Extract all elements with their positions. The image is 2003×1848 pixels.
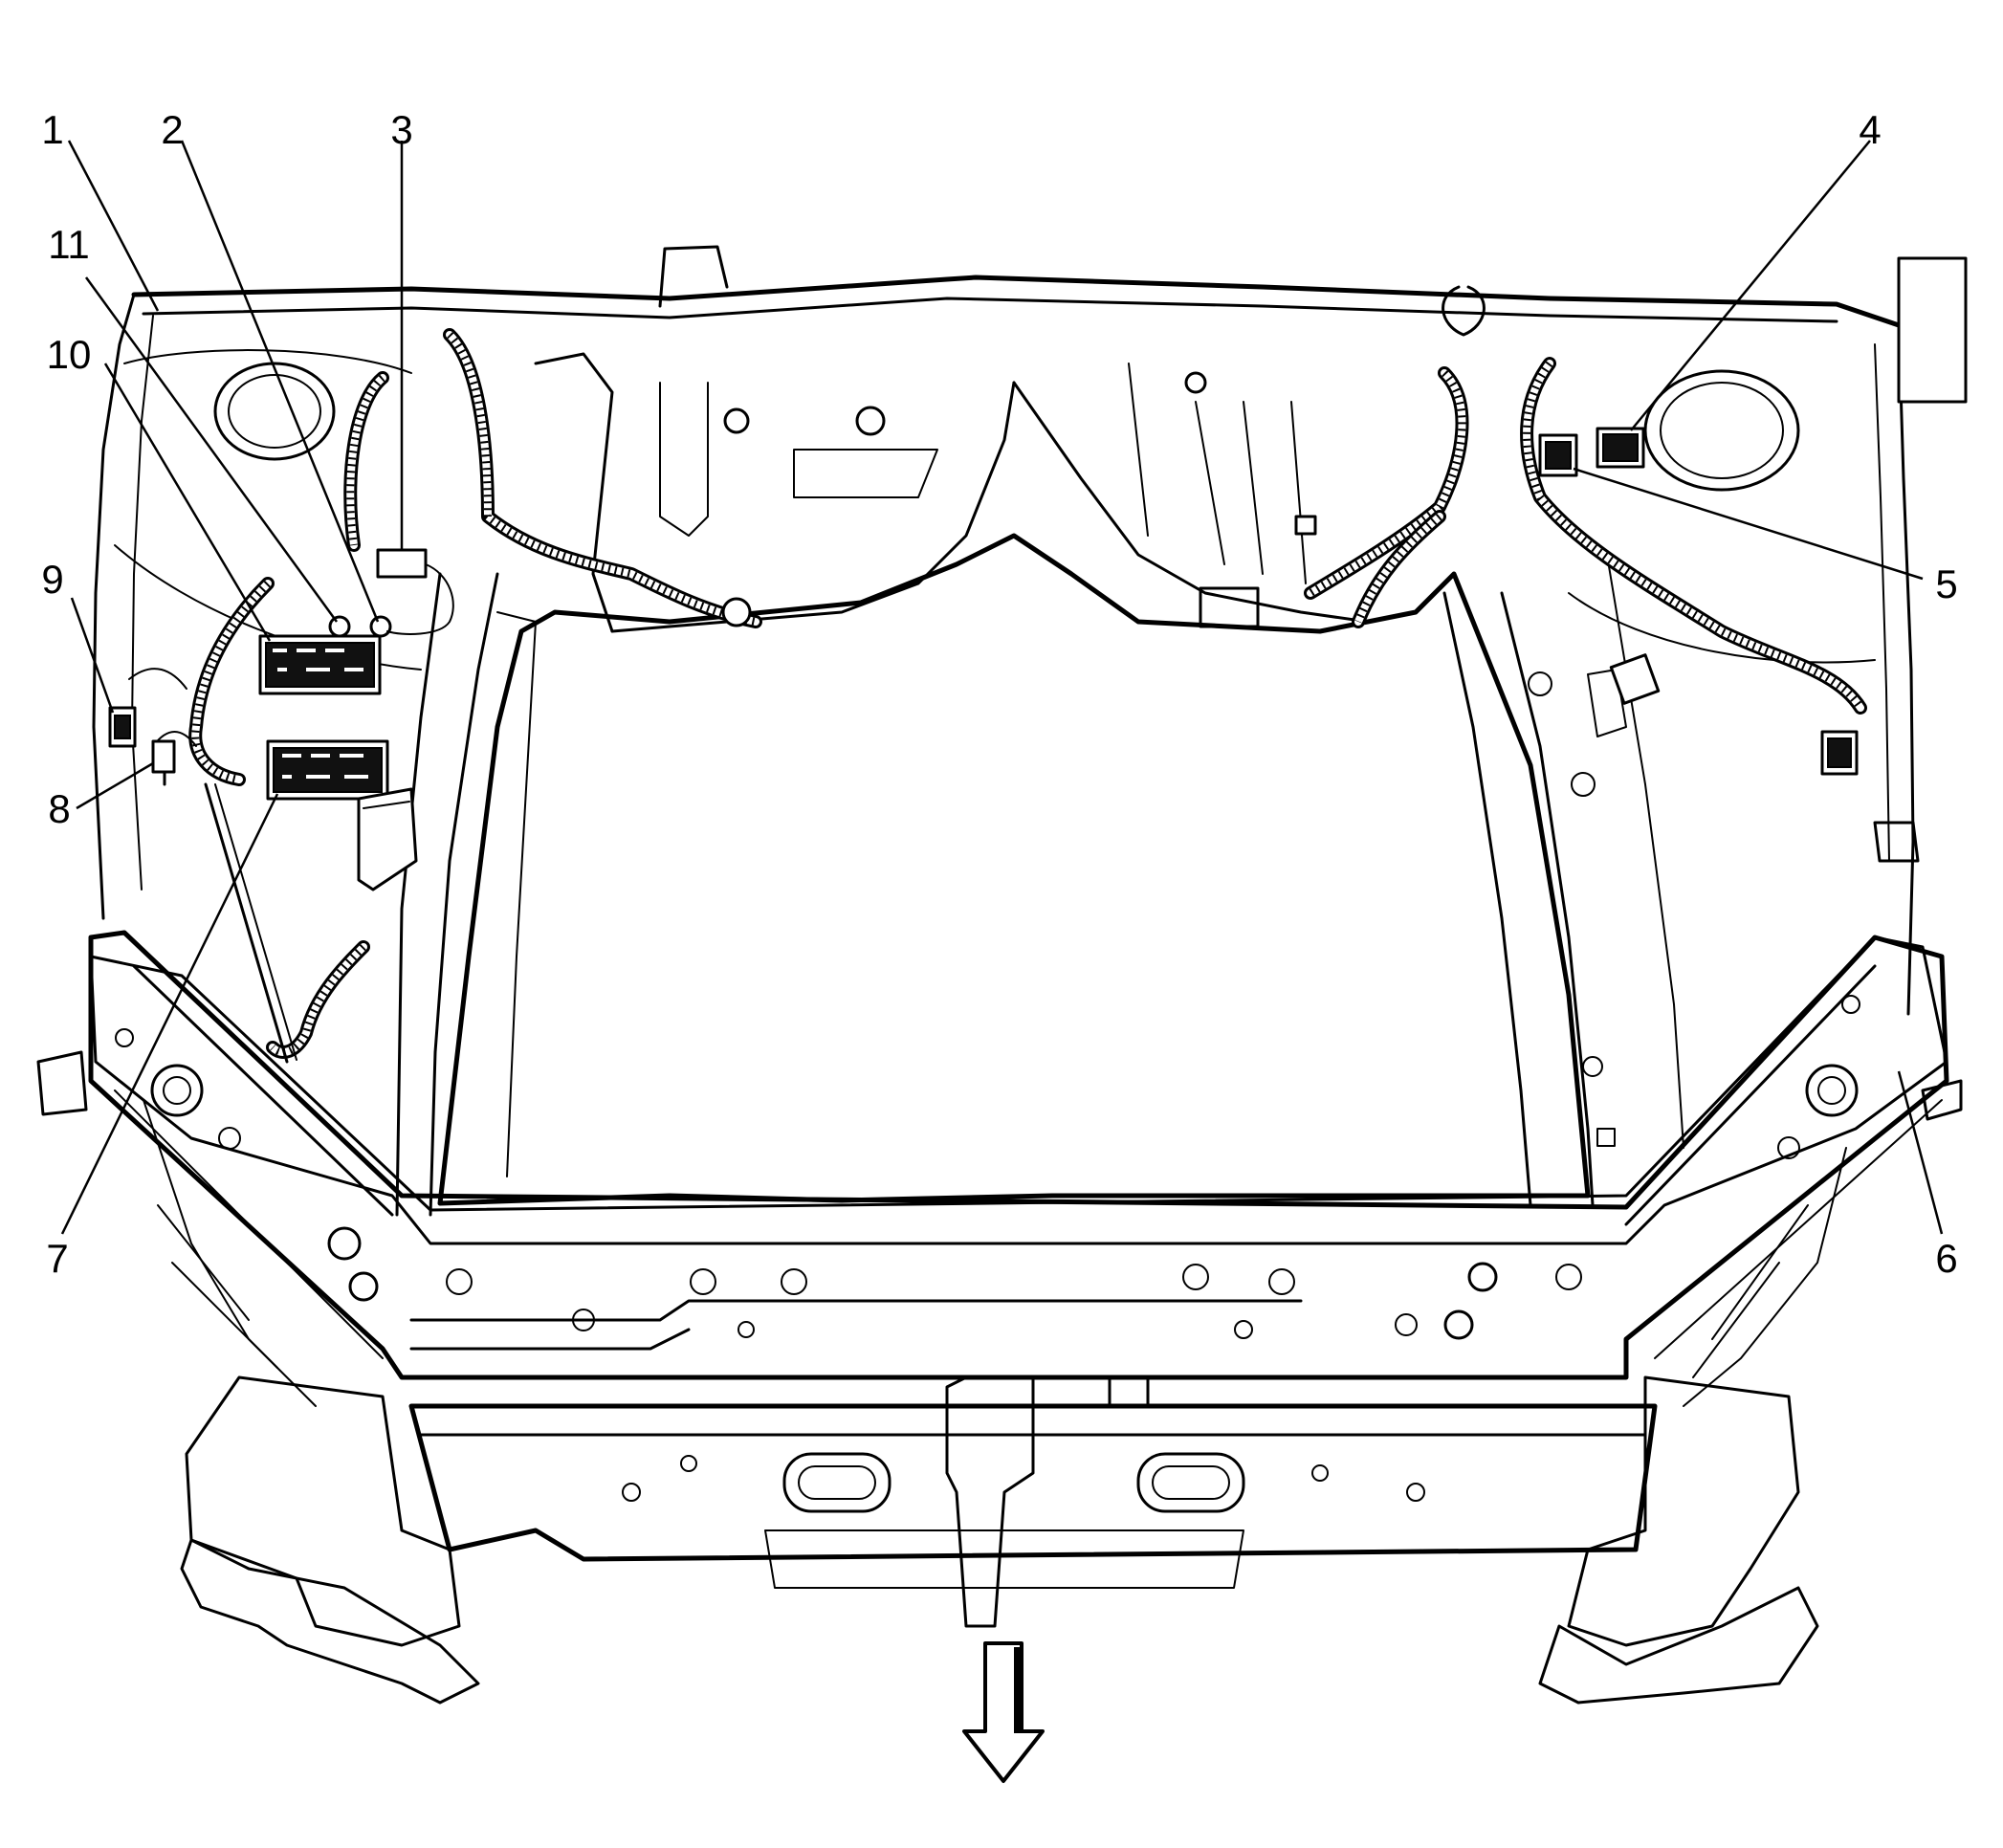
callout-1: 1 <box>41 107 63 152</box>
callout-9: 9 <box>41 557 63 602</box>
connector-9 <box>108 706 137 748</box>
callout-4: 4 <box>1859 107 1881 152</box>
callout-10: 10 <box>47 332 92 377</box>
callout-2: 2 <box>161 107 183 152</box>
callout-11: 11 <box>48 222 90 267</box>
callout-5: 5 <box>1935 561 1957 606</box>
connector-4 <box>1596 427 1645 469</box>
connector-block-10 <box>258 634 382 695</box>
connector-3 <box>376 548 454 635</box>
connector-5 <box>1538 433 1578 477</box>
body-structure <box>36 245 1968 1705</box>
wiring-harness <box>128 285 1867 1064</box>
callout-labels: 1 2 3 4 5 6 7 8 9 10 11 <box>41 107 1957 1281</box>
components <box>108 427 1859 891</box>
callout-8: 8 <box>48 786 70 831</box>
callout-3: 3 <box>390 107 412 152</box>
ground-eyelet-11 <box>328 615 351 638</box>
connector-8 <box>151 739 176 786</box>
connector-block-7 <box>266 739 389 801</box>
front-direction-arrow <box>962 1641 1045 1783</box>
leader-lines <box>60 140 1944 1235</box>
ground-eyelet-2 <box>369 615 392 638</box>
callout-6: 6 <box>1935 1236 1957 1281</box>
callout-7: 7 <box>46 1236 68 1281</box>
